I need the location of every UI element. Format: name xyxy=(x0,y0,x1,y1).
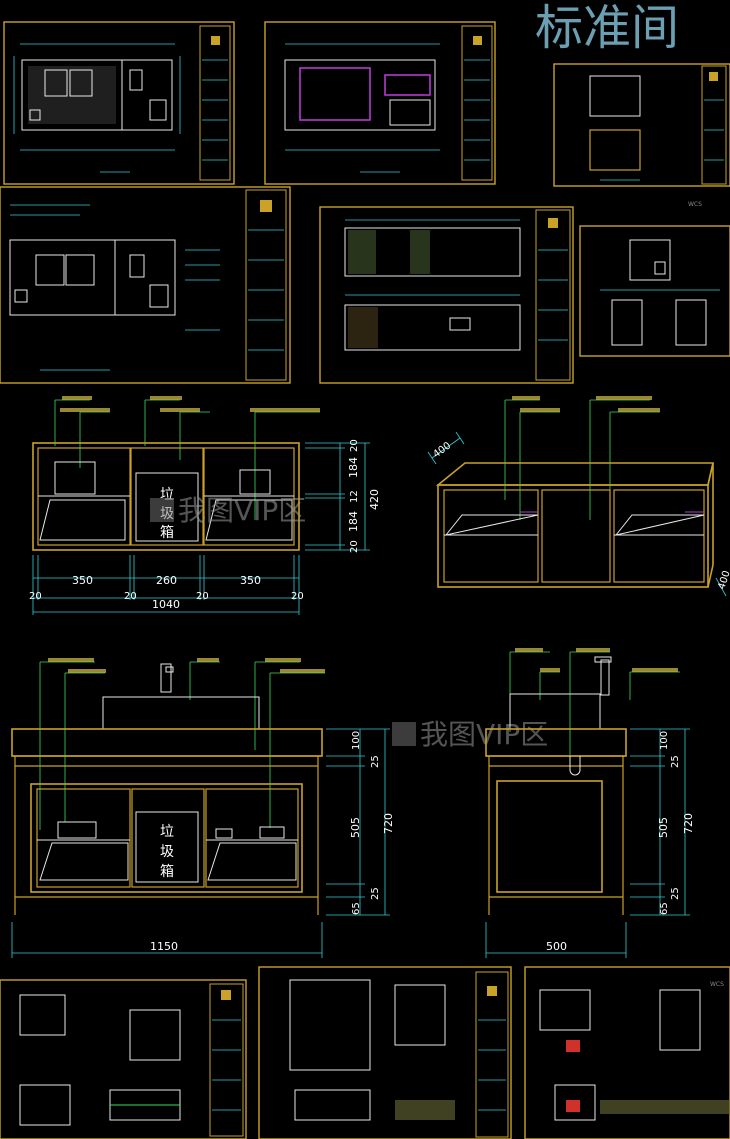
vanity-waste-bin-char-1: 垃 xyxy=(160,824,174,840)
sheet-section-details-1 xyxy=(0,979,247,1139)
vanity-dim-total-height: 720 xyxy=(382,813,395,834)
vanity-dim-top: 100 xyxy=(351,731,362,750)
dim-gap-2: 20 xyxy=(124,591,137,602)
vanity-waste-bin-char-3: 箱 xyxy=(160,864,174,880)
sheet-section-details-3: WCS xyxy=(524,966,730,1139)
dim-height-bottom-frame: 20 xyxy=(349,540,360,553)
vanity-front-elevation: 垃 圾 箱 100 25 505 25 65 720 1150 xyxy=(11,658,395,958)
vanity-dim-total-width: 1150 xyxy=(150,940,178,953)
dim-gap-1: 20 xyxy=(29,591,42,602)
side-dim-leg: 65 xyxy=(659,902,670,915)
side-dim-base-rail: 25 xyxy=(670,887,681,900)
dim-height-top-frame: 20 xyxy=(349,439,360,452)
watermark-text-1: 我图VIP区 xyxy=(178,494,306,527)
side-dim-total-width: 500 xyxy=(546,940,567,953)
dim-height-shelf: 12 xyxy=(349,490,360,503)
watermark-2: 我图VIP区 xyxy=(392,718,548,751)
cabinet-isometric-drawing: 400 400 xyxy=(427,396,730,597)
dim-gap-3: 20 xyxy=(196,591,209,602)
waste-bin-label-char-3: 箱 xyxy=(160,525,174,541)
sheet-floor-plan-1 xyxy=(3,21,235,185)
vanity-side-elevation: 100 25 505 25 65 720 500 xyxy=(485,648,695,958)
vanity-dim-leg: 65 xyxy=(351,902,362,915)
sheet-elevation-small xyxy=(553,63,730,187)
dim-height-upper-bay: 184 xyxy=(347,457,360,478)
dim-width-center-bay: 260 xyxy=(156,574,177,587)
sheet-floor-plan-2 xyxy=(0,186,291,384)
dim-total-width: 1040 xyxy=(152,598,180,611)
dim-gap-4: 20 xyxy=(291,591,304,602)
drawing-title: 标准间 xyxy=(535,0,679,56)
vanity-dim-rail: 25 xyxy=(370,755,381,768)
side-dim-top: 100 xyxy=(659,731,670,750)
wcs-tag-2: WCS xyxy=(710,981,724,988)
sheet-detail-right: WCS xyxy=(579,201,730,357)
vanity-waste-bin-char-2: 圾 xyxy=(160,844,174,860)
iso-dim-depth: 400 xyxy=(431,440,453,460)
wcs-tag-1: WCS xyxy=(688,201,702,208)
side-dim-total-height: 720 xyxy=(682,813,695,834)
sheet-ceiling-plan xyxy=(264,21,496,185)
side-dim-body: 505 xyxy=(657,817,670,838)
sheet-section-details-2 xyxy=(258,966,512,1139)
watermark-1: 我图VIP区 xyxy=(150,494,306,527)
dim-width-right-bay: 350 xyxy=(240,574,261,587)
sheet-interior-elevations xyxy=(319,206,574,384)
watermark-text-2: 我图VIP区 xyxy=(420,718,548,751)
vanity-dim-body: 505 xyxy=(349,817,362,838)
dim-height-lower-bay: 184 xyxy=(347,511,360,532)
side-dim-rail: 25 xyxy=(670,755,681,768)
dim-total-height: 420 xyxy=(368,489,381,510)
dim-width-left-bay: 350 xyxy=(72,574,93,587)
iso-dim-side: 400 xyxy=(716,569,730,591)
vanity-dim-base-rail: 25 xyxy=(370,887,381,900)
